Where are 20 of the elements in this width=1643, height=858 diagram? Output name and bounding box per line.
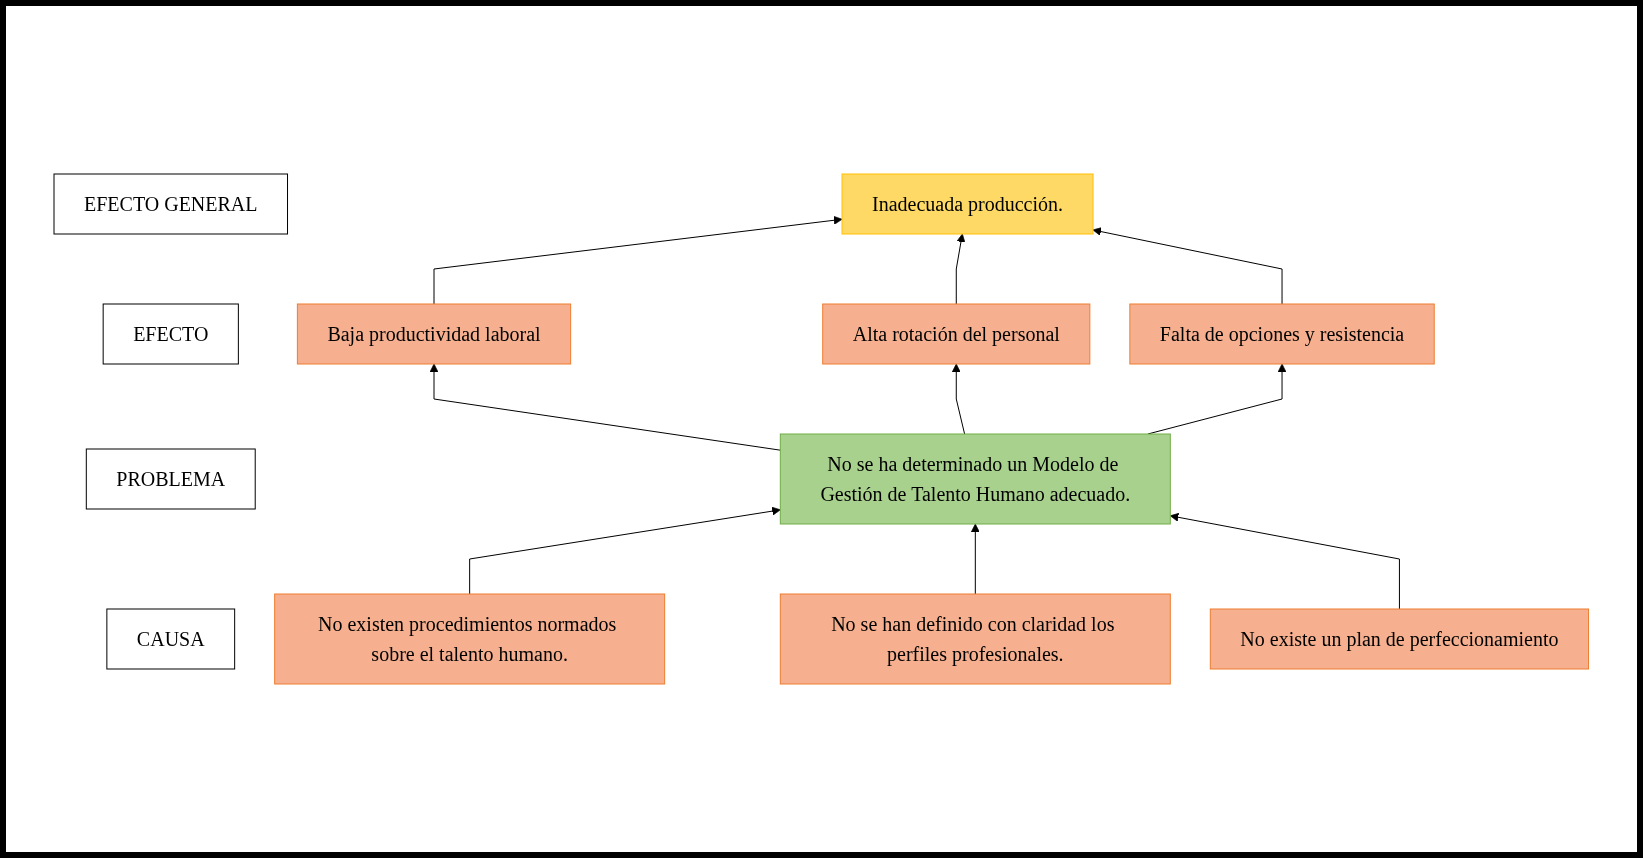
- arrow: [952, 363, 966, 435]
- node-box: No existe un plan de perfeccionamiento: [1210, 608, 1590, 670]
- arrow: [1170, 512, 1401, 610]
- node-box: EFECTO: [102, 303, 240, 365]
- arrow: [971, 523, 980, 595]
- node-box: Baja productividad laboral: [297, 303, 572, 365]
- arrow: [433, 215, 843, 305]
- arrow: [956, 233, 966, 305]
- node-box: CAUSA: [106, 608, 236, 670]
- arrow: [429, 363, 782, 451]
- node-box: EFECTO GENERAL: [53, 173, 289, 235]
- node-box: PROBLEMA: [86, 448, 256, 510]
- node-box: Alta rotación del personal: [822, 303, 1091, 365]
- arrow: [1092, 227, 1283, 305]
- node-box: Inadecuada producción.: [841, 173, 1094, 235]
- node-box: Falta de opciones y resistencia: [1129, 303, 1435, 365]
- arrow: [469, 506, 781, 595]
- node-box: No se ha determinado un Modelo de Gestión de Talento Humano adecuado.: [780, 433, 1172, 525]
- node-box: No se han definido con claridad los perfiles profesionales.: [780, 593, 1172, 685]
- node-box: No existen procedimientos normados sobre el talento humano.: [274, 593, 666, 685]
